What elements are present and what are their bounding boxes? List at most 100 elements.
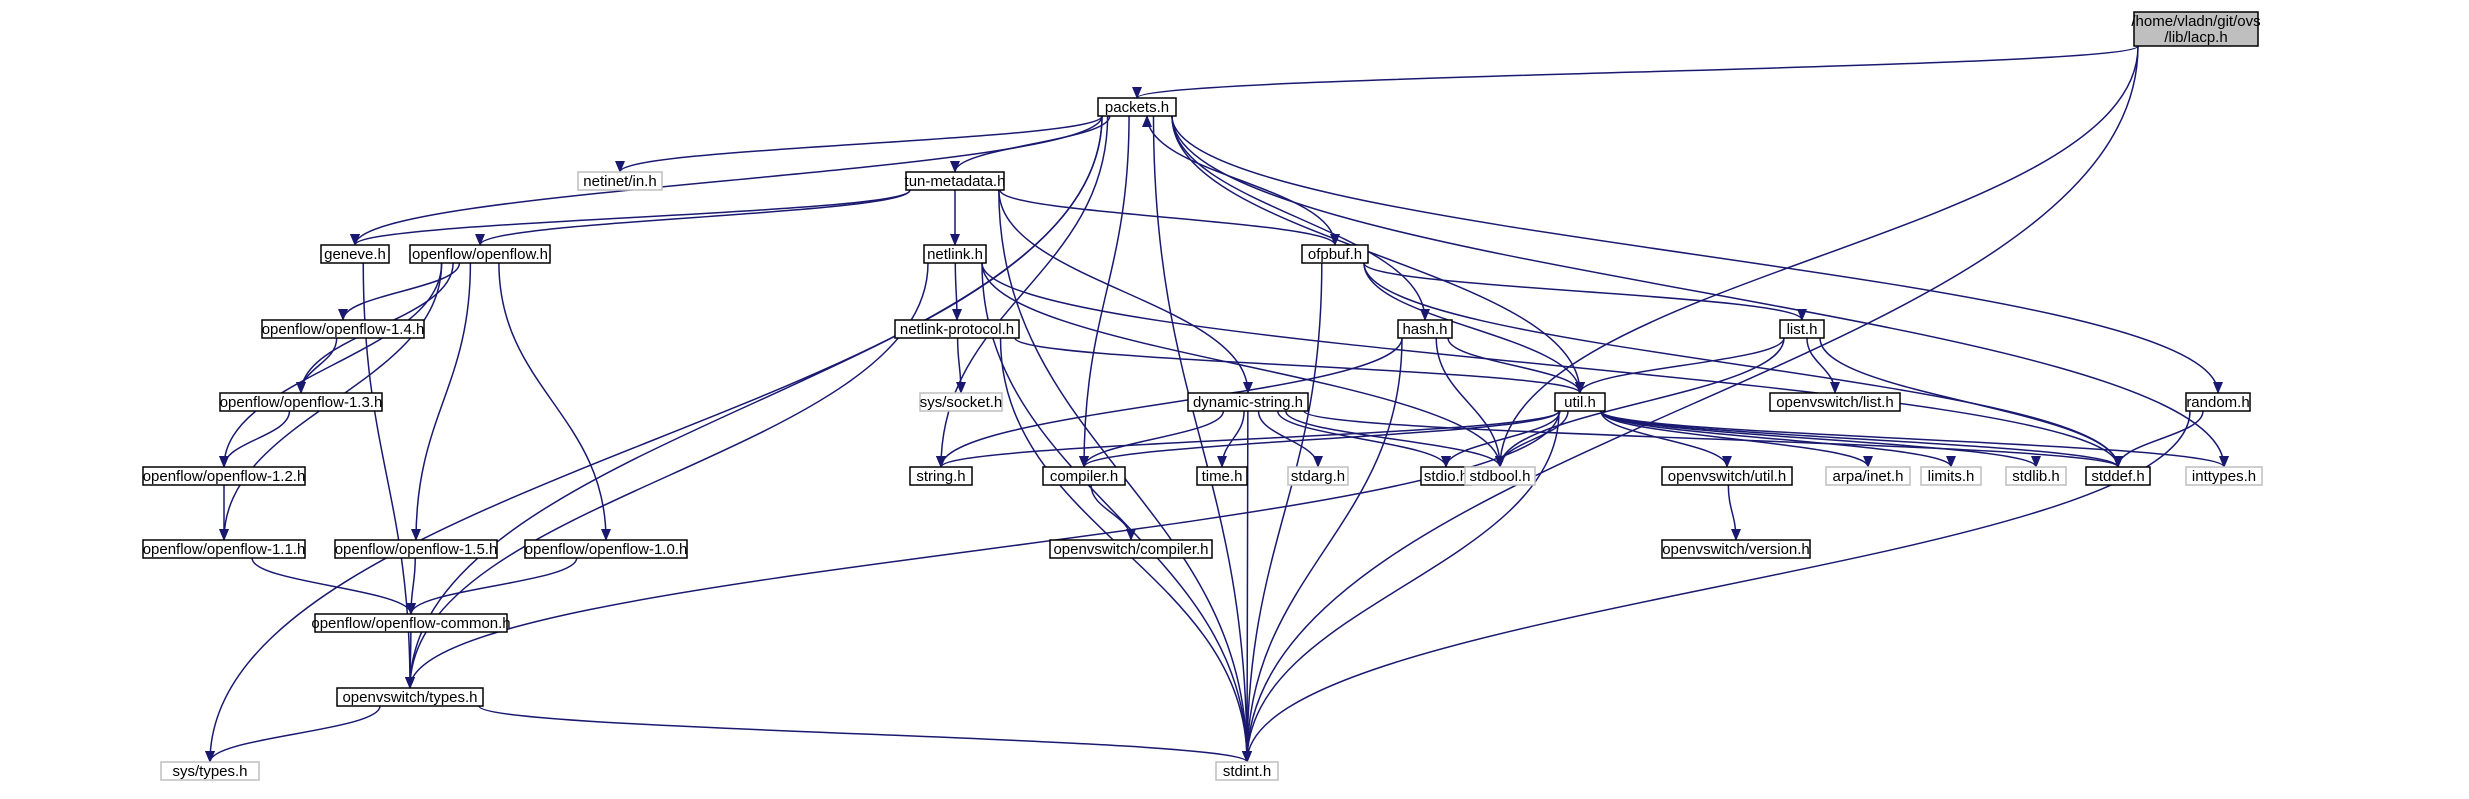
edge-list-to-util <box>1575 337 1785 394</box>
node-ovs-version[interactable]: openvswitch/version.h <box>1661 539 1811 559</box>
node-label: geneve.h <box>324 246 386 263</box>
node-box <box>524 539 688 559</box>
edge-of14-to-of13 <box>296 337 338 394</box>
node-tun-metadata[interactable]: tun-metadata.h <box>905 171 1006 191</box>
node-label: string.h <box>916 468 965 485</box>
node-of15[interactable]: openflow/openflow-1.5.h <box>334 539 498 559</box>
node-box <box>2005 466 2067 486</box>
node-of11[interactable]: openflow/openflow-1.1.h <box>142 539 306 559</box>
node-ovs-util[interactable]: openvswitch/util.h <box>1661 466 1793 486</box>
node-lacp[interactable]: /home/vladn/git/ovs/lib/lacp.h <box>2131 11 2261 47</box>
node-box <box>314 613 508 633</box>
edge-lacp-to-stdbool <box>1495 45 2139 468</box>
node-label: stddef.h <box>2091 468 2144 485</box>
node-inttypes: inttypes.h <box>2185 466 2263 486</box>
node-label: sys/types.h <box>172 763 247 780</box>
node-of14[interactable]: openflow/openflow-1.4.h <box>261 319 425 339</box>
node-box <box>1196 466 1248 486</box>
node-box <box>334 539 498 559</box>
node-netlink-protocol[interactable]: netlink-protocol.h <box>894 319 1020 339</box>
edge-hash-to-string <box>936 337 1403 468</box>
node-dynamic-string[interactable]: dynamic-string.h <box>1187 392 1309 412</box>
node-random[interactable]: random.h <box>2185 392 2251 412</box>
node-time[interactable]: time.h <box>1196 466 1248 486</box>
node-label: openflow/openflow.h <box>412 246 548 263</box>
node-box <box>261 319 425 339</box>
edge-util-to-ovs_util <box>1600 410 1732 468</box>
edge-openflow-to-of10 <box>498 262 611 541</box>
edge-ofpbuf-to-util <box>1363 262 1585 394</box>
node-label: openvswitch/util.h <box>1668 468 1786 485</box>
node-sys-socket: sys/socket.h <box>919 392 1003 412</box>
node-limits: limits.h <box>1920 466 1982 486</box>
node-label: netlink-protocol.h <box>900 321 1014 338</box>
edge-hash-to-util <box>1447 337 1585 394</box>
node-box <box>1825 466 1911 486</box>
node-label: openvswitch/types.h <box>342 689 477 706</box>
edge-dynamic_string-to-stdarg <box>1257 410 1323 468</box>
node-ovs-compiler[interactable]: openvswitch/compiler.h <box>1049 539 1213 559</box>
edge-of15-to-of_common <box>406 557 417 615</box>
node-label: hash.h <box>1402 321 1447 338</box>
edge-openflow-to-of12 <box>219 262 443 468</box>
node-of12[interactable]: openflow/openflow-1.2.h <box>142 466 306 486</box>
node-of-common[interactable]: openflow/openflow-common.h <box>311 613 511 633</box>
node-stdlib: stdlib.h <box>2005 466 2067 486</box>
edge-util-to-compiler <box>1079 410 1560 468</box>
node-string[interactable]: string.h <box>909 466 973 486</box>
node-util[interactable]: util.h <box>1554 392 1606 412</box>
node-openflow[interactable]: openflow/openflow.h <box>409 244 551 264</box>
edge-lacp-to-packets <box>1132 45 2139 99</box>
node-arpa-inet: arpa/inet.h <box>1825 466 1911 486</box>
edge-openflow-to-of15 <box>411 262 472 541</box>
node-box <box>1301 244 1369 264</box>
node-label: /home/vladn/git/ovs <box>2131 13 2260 30</box>
node-box <box>142 539 306 559</box>
node-box <box>1554 392 1606 412</box>
edge-hash-to-stdint <box>1242 337 1403 763</box>
edge-netlink-to-stdint <box>981 262 1252 763</box>
node-of10[interactable]: openflow/openflow-1.0.h <box>524 539 688 559</box>
edge-tun_metadata-to-openflow <box>475 189 911 246</box>
nodes-layer: /home/vladn/git/ovs/lib/lacp.h packets.h n… <box>142 11 2263 781</box>
node-of13[interactable]: openflow/openflow-1.3.h <box>219 392 383 412</box>
node-label: ofpbuf.h <box>1308 246 1362 263</box>
edge-ovs_types-to-stdint <box>478 705 1252 763</box>
node-label: stdbool.h <box>1470 468 1531 485</box>
node-hash[interactable]: hash.h <box>1397 319 1453 339</box>
node-box <box>336 687 484 707</box>
node-geneve[interactable]: geneve.h <box>320 244 390 264</box>
node-box <box>1049 539 1213 559</box>
edge-util-to-limits <box>1600 410 1956 468</box>
node-compiler[interactable]: compiler.h <box>1042 466 1126 486</box>
edge-util-to-ovs_types <box>405 410 1560 689</box>
edge-openflow-to-of14 <box>338 262 461 321</box>
edge-util-to-stdbool <box>1495 410 1569 468</box>
node-label: openflow/openflow-1.0.h <box>525 541 688 558</box>
edge-tun_metadata-to-ofpbuf <box>999 189 1340 246</box>
node-box <box>905 171 1005 191</box>
node-netlink[interactable]: netlink.h <box>923 244 987 264</box>
node-ofpbuf[interactable]: ofpbuf.h <box>1301 244 1369 264</box>
node-label: time.h <box>1202 468 1243 485</box>
node-box <box>2185 466 2263 486</box>
node-ovs-types[interactable]: openvswitch/types.h <box>336 687 484 707</box>
node-list[interactable]: list.h <box>1779 319 1825 339</box>
node-label: util.h <box>1564 394 1596 411</box>
edge-packets-to-compiler <box>1079 115 1130 468</box>
node-ovs-list[interactable]: openvswitch/list.h <box>1769 392 1901 412</box>
edge-netlink-to-stdbool <box>981 262 1505 468</box>
node-label: stdlib.h <box>2012 468 2060 485</box>
node-label: openflow/openflow-common.h <box>311 615 510 632</box>
node-stdio[interactable]: stdio.h <box>1420 466 1472 486</box>
node-packets[interactable]: packets.h <box>1097 97 1177 117</box>
node-box <box>1769 392 1901 412</box>
edge-util-to-stdio <box>1441 410 1561 468</box>
edge-ofpbuf-to-packets <box>1142 115 1336 246</box>
node-box <box>1215 761 1279 781</box>
node-stddef[interactable]: stddef.h <box>2085 466 2151 486</box>
node-label: inttypes.h <box>2192 468 2256 485</box>
node-label: netinet/in.h <box>583 173 656 190</box>
node-stdbool: stdbool.h <box>1464 466 1536 486</box>
edge-ofpbuf-to-list <box>1363 262 1807 321</box>
